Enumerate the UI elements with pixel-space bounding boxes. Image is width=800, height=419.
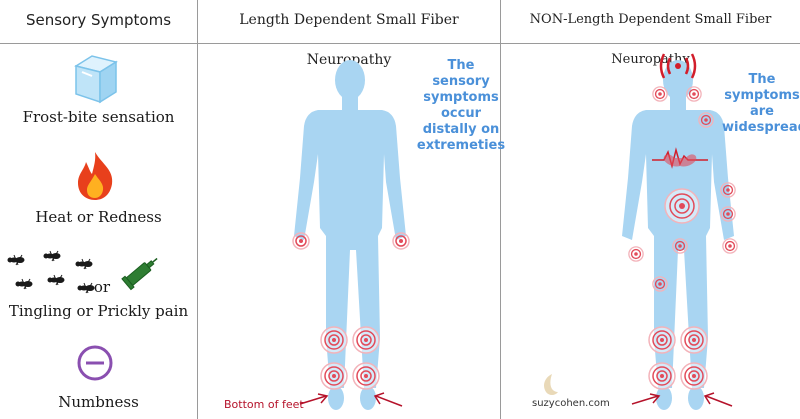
header-length-dependent: Length Dependent Small Fiber Neuropathy [239, 12, 459, 68]
header-sensory-symptoms: Sensory Symptoms [25, 11, 172, 29]
pain-target [628, 246, 644, 262]
header-non-length-dependent: NON-Length Dependent Small Fiber Neuropa… [529, 12, 772, 67]
or-label: or [93, 278, 111, 296]
symptom-tingling: Tingling or Prickly pain [8, 302, 189, 320]
pain-target [680, 326, 708, 354]
brand-logo-icon [544, 374, 558, 395]
pain-target [352, 326, 380, 354]
pain-target [686, 86, 702, 102]
bottom-of-feet-label: Bottom of feet [224, 398, 304, 411]
ice-cube-icon [74, 55, 118, 104]
column-divider-1 [197, 0, 198, 419]
arrow-right-foot [373, 392, 403, 407]
flame-icon [78, 152, 113, 200]
symptom-frostbite: Frost-bite sensation [22, 108, 175, 126]
pain-target [392, 232, 410, 250]
minus-circle-icon [77, 345, 113, 381]
pain-target [652, 86, 668, 102]
pain-target [672, 238, 688, 254]
body-figure-non-length-dependent [622, 60, 734, 410]
pain-target [680, 362, 708, 390]
pain-target [720, 206, 736, 222]
arrow-left-foot [299, 393, 329, 405]
symptom-heat: Heat or Redness [35, 208, 162, 226]
pain-target-large [664, 188, 700, 224]
pain-target [722, 238, 738, 254]
pain-target [292, 232, 310, 250]
body-figure-length-dependent [294, 60, 406, 410]
syringe-icon [121, 257, 158, 291]
symptom-numbness: Numbness [58, 393, 139, 411]
brand-label: suzycohen.com [532, 398, 610, 409]
non-length-dependent-note: The symptoms are widespread [722, 72, 800, 135]
pain-target [320, 362, 348, 390]
pain-target [320, 326, 348, 354]
header-divider [0, 43, 800, 44]
pain-target [352, 362, 380, 390]
column-divider-2 [500, 0, 501, 419]
pain-target [648, 326, 676, 354]
arrow-left-foot [631, 393, 661, 405]
radiating-head-icon [659, 53, 697, 79]
ant-icon [7, 250, 95, 294]
heartbeat-icon [652, 147, 708, 169]
pain-target [698, 112, 714, 128]
pain-target [720, 182, 736, 198]
pain-target [652, 276, 668, 292]
length-dependent-note: The sensory symptoms occur distally on e… [416, 58, 506, 153]
arrow-right-foot [703, 392, 733, 407]
pain-target [648, 362, 676, 390]
